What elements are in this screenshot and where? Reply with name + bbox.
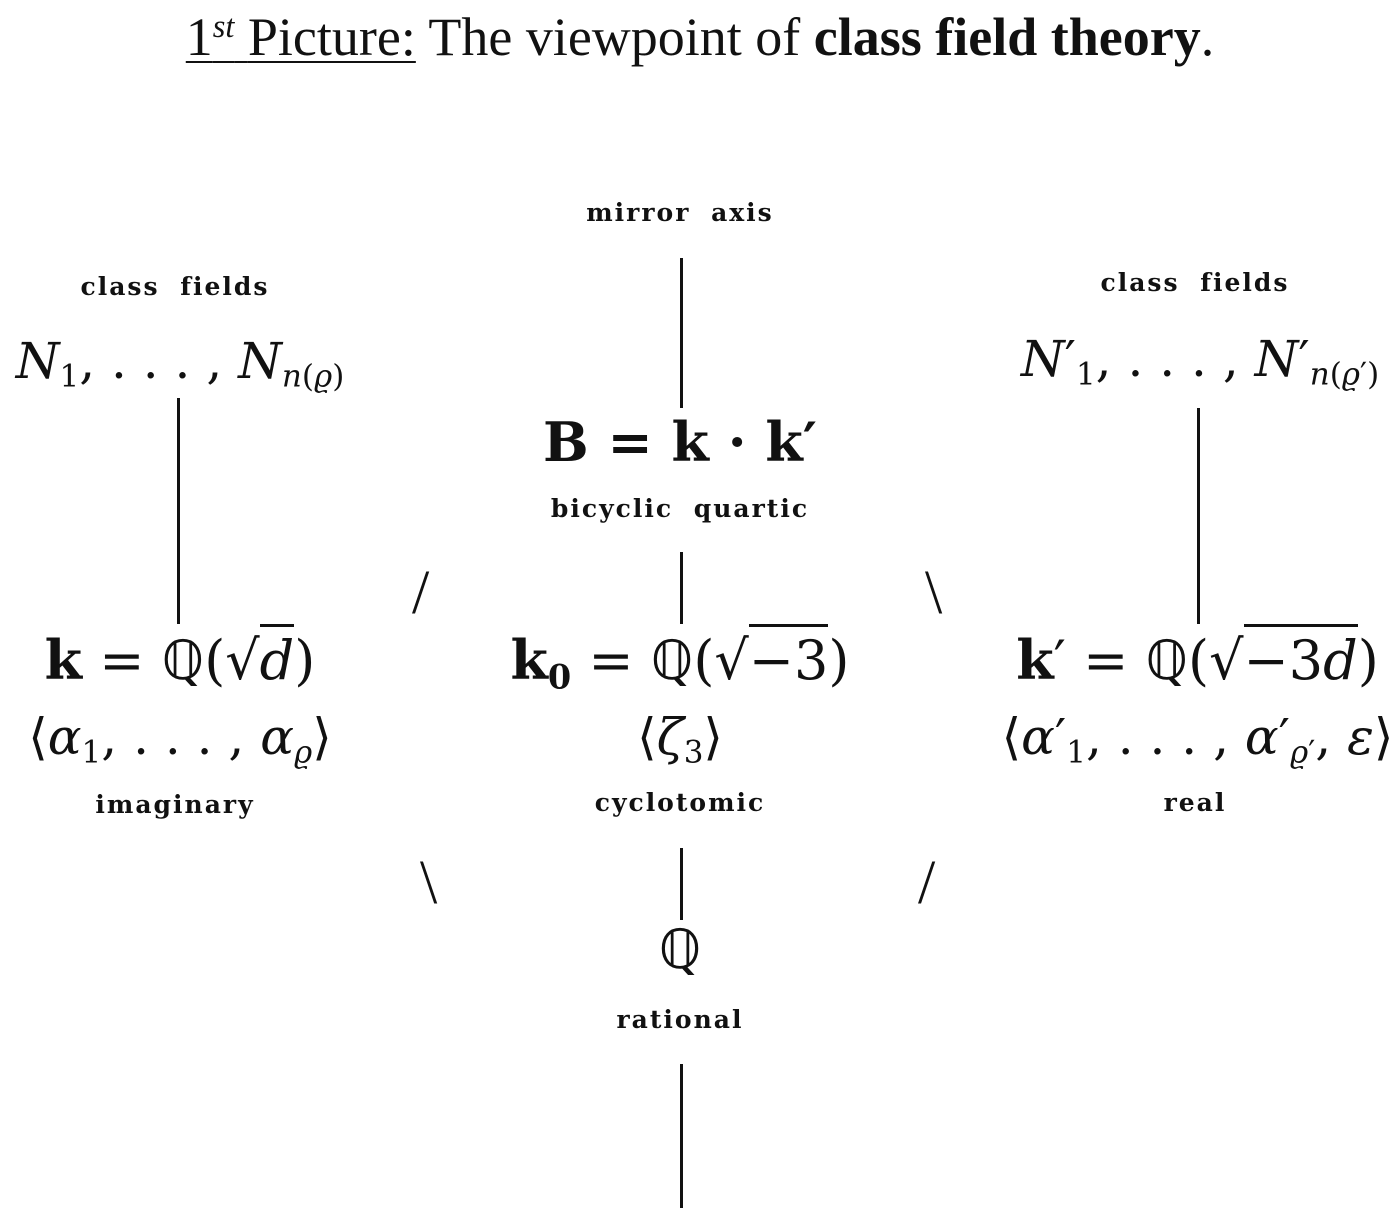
- imaginary-label: imaginary: [95, 790, 255, 819]
- real-field-formula: k′ = ℚ(√−3d): [1000, 624, 1395, 692]
- bicyclic-label: bicyclic quartic: [550, 494, 810, 523]
- bicyclic-formula: B = k · k′: [543, 410, 817, 474]
- cyclotomic-label: cyclotomic: [594, 788, 766, 817]
- class-fields-right-formula: N′1, . . . , N′n(ϱ′): [1020, 330, 1380, 393]
- cyclotomic-field-formula: k0 = ℚ(√−3): [470, 624, 890, 696]
- diagonal-lower-right: /: [918, 849, 936, 917]
- page-title: 1st Picture: The viewpoint of class fiel…: [185, 7, 1215, 67]
- cyclotomic-to-rational-line: [680, 848, 683, 920]
- diagonal-upper-right: \: [925, 559, 943, 627]
- cyclotomic-units-formula: ⟨ζ3⟩: [637, 708, 723, 771]
- class-fields-left-label: class fields: [80, 272, 270, 301]
- diagonal-upper-left: /: [412, 559, 430, 627]
- right-vertical-line: [1197, 408, 1200, 624]
- left-vertical-line: [177, 398, 180, 624]
- imaginary-field-formula: k = ℚ(√d): [0, 624, 360, 692]
- diagonal-lower-left: \: [420, 849, 438, 917]
- class-fields-left-formula: N1, . . . , Nn(ϱ): [15, 332, 345, 395]
- real-label: real: [1163, 788, 1227, 817]
- title-prefix: 1st Picture:: [185, 7, 416, 67]
- rational-symbol: ℚ: [658, 918, 702, 981]
- mirror-axis-line-bottom: [680, 1064, 683, 1208]
- real-units-formula: ⟨α′1, . . . , α′ϱ′, ε⟩: [1001, 708, 1394, 771]
- mirror-axis-label: mirror axis: [586, 198, 774, 227]
- bicyclic-to-cyclotomic-line: [680, 552, 683, 624]
- rational-label: rational: [616, 1005, 744, 1034]
- imaginary-units-formula: ⟨α1, . . . , αϱ⟩: [28, 708, 332, 771]
- class-fields-right-label: class fields: [1100, 268, 1290, 297]
- mirror-axis-line-top: [680, 258, 683, 408]
